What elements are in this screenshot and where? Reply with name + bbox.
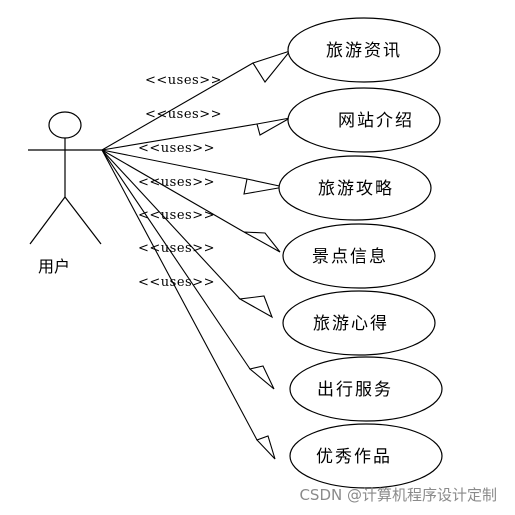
use-case-label: 旅游心得: [313, 314, 389, 334]
use-case-label: 优秀作品: [316, 447, 392, 467]
relation-label: <<uses>>: [138, 175, 215, 190]
use-case-ellipse: [278, 155, 432, 221]
arrowhead-icon: [238, 295, 274, 319]
actor-label: 用户: [38, 257, 70, 276]
relation-label: <<uses>>: [138, 141, 215, 156]
association-line: [101, 149, 251, 370]
association-line: [101, 149, 248, 180]
arrowhead-icon: [256, 117, 291, 136]
relation-label: <<uses>>: [138, 275, 215, 290]
association-line: [101, 149, 245, 233]
arrowhead-icon: [243, 178, 285, 195]
use-case-ellipse: [287, 17, 441, 83]
use-case-ellipse: [282, 223, 436, 289]
relation-labels: <<uses>> <<uses>> <<uses>> <<uses>> <<us…: [138, 73, 222, 290]
association-line: [101, 149, 258, 441]
use-case-label: 网站介绍: [338, 111, 414, 131]
association-line: [101, 123, 258, 151]
relation-label: <<uses>>: [145, 73, 222, 88]
actor-right-leg: [64, 196, 102, 245]
watermark-text: CSDN @计算机程序设计定制: [299, 486, 497, 504]
actor-left-leg: [29, 196, 66, 245]
use-case-ellipse: [287, 87, 441, 153]
relation-label: <<uses>>: [138, 241, 215, 256]
actor-figure: [28, 111, 102, 245]
use-case-ellipse: [289, 423, 443, 489]
arrowhead-icon: [252, 49, 292, 83]
arrowhead-icon: [256, 435, 276, 460]
use-cases: 旅游资讯 网站介绍 旅游攻略 景点信息 旅游心得 出行服务 优秀作品: [278, 17, 443, 489]
arrowhead-icon: [243, 231, 281, 253]
actor-head: [48, 111, 82, 139]
arrowhead-icon: [248, 365, 275, 390]
use-case-ellipse: [289, 356, 443, 422]
association-group: [101, 49, 292, 460]
relation-label: <<uses>>: [145, 107, 222, 122]
use-case-label: 旅游资讯: [326, 41, 402, 61]
use-case-label: 出行服务: [317, 380, 393, 400]
use-case-label: 旅游攻略: [318, 179, 394, 199]
association-line: [101, 62, 254, 151]
use-case-label: 景点信息: [312, 247, 388, 267]
use-case-ellipse: [282, 290, 436, 356]
relation-label: <<uses>>: [138, 208, 215, 223]
association-line: [101, 149, 241, 300]
